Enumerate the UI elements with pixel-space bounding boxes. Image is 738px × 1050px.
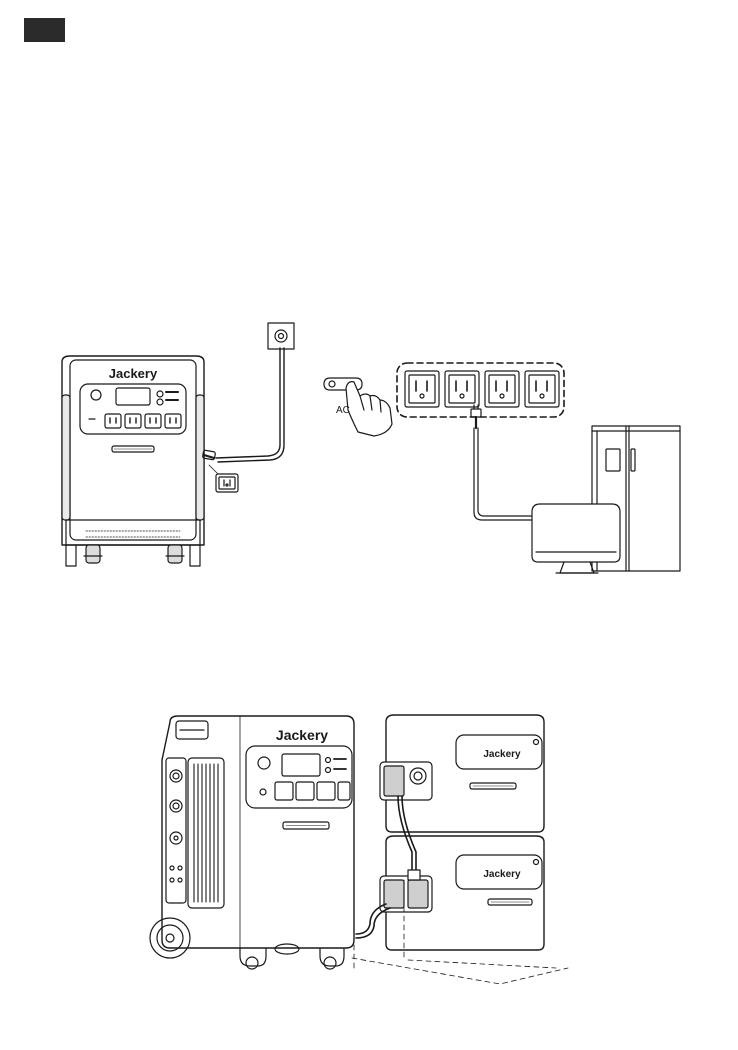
appliance-cable: [471, 405, 532, 520]
battery-top-brand-logo: Jackery: [483, 749, 521, 760]
main-power-station: [150, 716, 354, 969]
station-brand-logo: Jackery: [109, 366, 158, 381]
figure-ac-connection: Jackery AC: [62, 323, 680, 573]
main-station-brand-logo: Jackery: [276, 727, 328, 743]
power-station-front: [62, 356, 204, 566]
ac-button-label: AC: [336, 405, 350, 416]
ac-button-press: [324, 378, 392, 436]
battery-bottom-brand-logo: Jackery: [483, 869, 521, 880]
figure-expansion-battery: Jackery: [150, 715, 568, 984]
wall-charging-cable: [202, 323, 294, 492]
